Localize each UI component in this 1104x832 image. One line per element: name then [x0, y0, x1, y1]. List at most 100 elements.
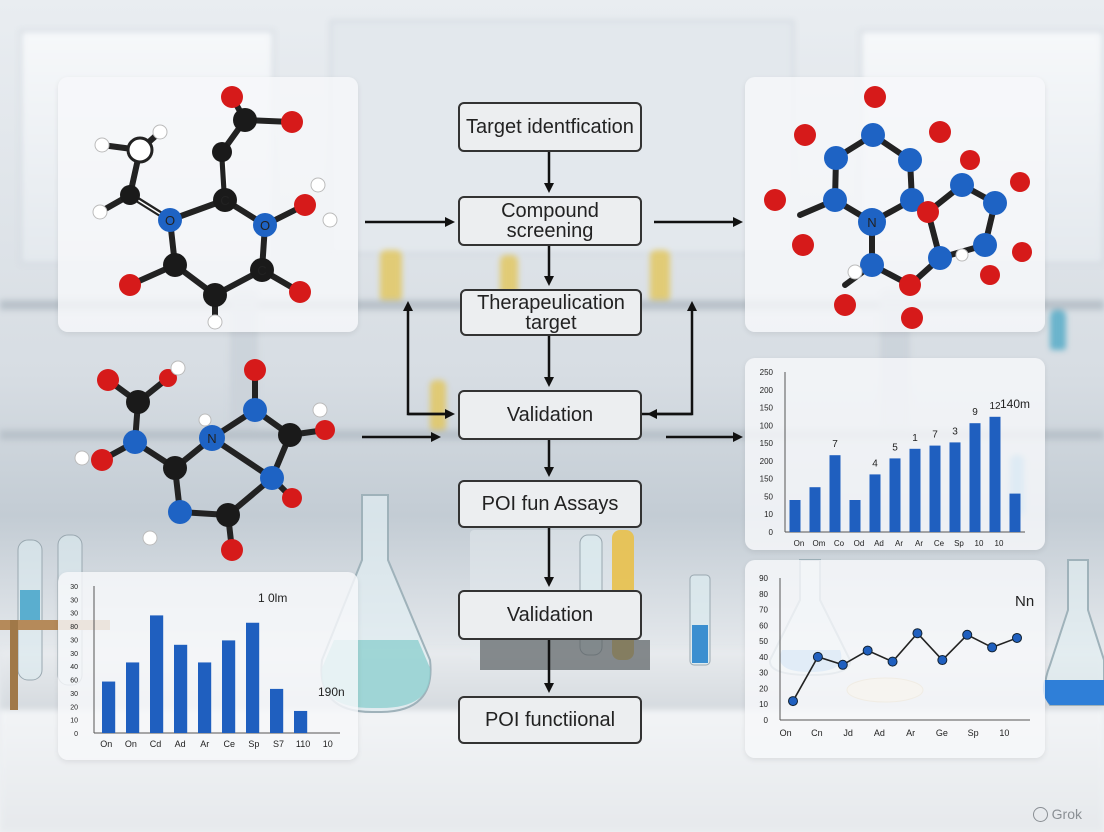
x-tick-label: On [780, 728, 792, 738]
bar [1009, 493, 1021, 532]
x-tick-label: 10 [323, 739, 333, 749]
bar [150, 615, 164, 733]
x-tick-label: Ar [915, 539, 923, 548]
y-tick-label: 30 [70, 637, 78, 644]
x-tick-label: Ad [175, 739, 186, 749]
bar [989, 416, 1001, 532]
atom-label: O [260, 218, 270, 233]
y-tick-label: 10 [70, 718, 78, 725]
y-tick-label: 150 [760, 475, 774, 484]
x-tick-label: Om [813, 539, 826, 548]
bar-data-label: 7 [932, 430, 938, 441]
bar [949, 442, 961, 532]
atom-label: C [257, 263, 266, 278]
flow-step-compound-screening[interactable]: Compound screening [458, 196, 642, 246]
y-tick-label: 20 [70, 704, 78, 711]
bar-data-label: 1 [912, 433, 918, 444]
bar [789, 500, 801, 532]
y-tick-label: 30 [70, 611, 78, 618]
flow-step-validation-2[interactable]: Validation [458, 590, 642, 640]
y-tick-label: 60 [70, 678, 78, 685]
flow-step-target-identification[interactable]: Target identfication [458, 102, 642, 152]
y-tick-label: 150 [760, 439, 774, 448]
flow-step-label: Target identfication [466, 116, 634, 138]
chart-annotation: Nn [1015, 593, 1034, 610]
y-tick-label: 0 [769, 528, 774, 537]
y-tick-label: 10 [764, 510, 773, 519]
bar [246, 622, 260, 733]
x-tick-label: Sp [954, 539, 964, 548]
bar-data-label: 12 [989, 401, 1001, 412]
y-tick-label: 0 [764, 716, 769, 725]
bar [174, 644, 188, 733]
x-tick-label: On [794, 539, 805, 548]
flow-step-label: Validation [506, 404, 594, 426]
bar-data-label: 3 [952, 426, 958, 437]
x-tick-label: Cd [150, 739, 162, 749]
bar [102, 681, 116, 733]
flow-step-label: POI fun Assays [481, 493, 619, 515]
x-tick-label: On [100, 739, 112, 749]
bar-data-label: 4 [872, 458, 878, 469]
watermark-text: Grok [1051, 806, 1082, 822]
data-point [937, 655, 948, 666]
flow-step-therapeutic-target[interactable]: Therapeulication target [460, 289, 642, 336]
y-tick-label: 60 [759, 621, 768, 630]
flow-step-poi-functional[interactable]: POI functiional [458, 696, 642, 744]
x-tick-label: Ge [936, 728, 948, 738]
data-point [912, 628, 923, 639]
y-tick-label: 30 [70, 584, 78, 591]
bar [126, 662, 140, 733]
atom-label: N [867, 215, 876, 230]
data-point [837, 659, 848, 670]
data-point [812, 651, 823, 662]
y-tick-label: 20 [759, 684, 768, 693]
flow-step-poi-assays[interactable]: POI fun Assays [458, 480, 642, 528]
x-tick-label: Ce [934, 539, 945, 548]
x-tick-label: Sp [968, 728, 979, 738]
x-tick-label: 10 [999, 728, 1009, 738]
chart-annotation: 140m [1000, 397, 1030, 411]
flow-step-validation-1[interactable]: Validation [458, 390, 642, 440]
y-tick-label: 10 [759, 700, 768, 709]
x-tick-label: On [125, 739, 137, 749]
bar [869, 474, 881, 532]
bar [222, 640, 236, 733]
y-tick-label: 250 [760, 368, 774, 377]
x-tick-label: Od [854, 539, 865, 548]
data-point [987, 642, 998, 653]
bar [294, 710, 308, 733]
x-tick-label: Ar [895, 539, 903, 548]
y-tick-label: 100 [760, 421, 774, 430]
y-tick-label: 50 [759, 637, 768, 646]
bar [929, 445, 941, 532]
y-tick-label: 40 [759, 653, 768, 662]
flow-step-label: Validation [506, 604, 594, 626]
bar-data-label: 5 [892, 442, 898, 453]
y-tick-label: 30 [70, 651, 78, 658]
y-tick-label: 200 [760, 457, 774, 466]
chart-annotation: 1 0lm [258, 591, 287, 605]
x-tick-label: Cn [811, 728, 823, 738]
data-point [887, 656, 898, 667]
y-tick-label: 50 [764, 492, 773, 501]
y-tick-label: 80 [70, 624, 78, 631]
y-tick-label: 30 [70, 691, 78, 698]
bar-data-label: 7 [832, 439, 838, 450]
y-tick-label: 90 [759, 574, 768, 583]
series-line [792, 632, 1018, 702]
bar-data-label: 9 [972, 407, 978, 418]
x-tick-label: Jd [843, 728, 853, 738]
data-point [962, 629, 973, 640]
y-tick-label: 70 [759, 606, 768, 615]
flow-step-label: Compound screening [501, 200, 599, 242]
bar [809, 487, 821, 532]
x-tick-label: Ad [874, 728, 885, 738]
